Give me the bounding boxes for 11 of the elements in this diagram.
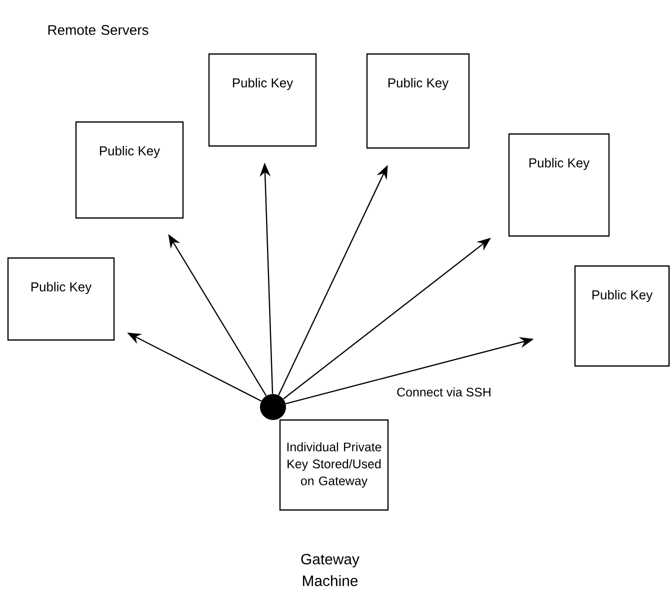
- key-box: Public Key: [7, 257, 115, 341]
- gateway-dot: [260, 394, 286, 420]
- key-box: Public Key: [366, 53, 470, 149]
- key-box: Public Key: [208, 53, 317, 147]
- key-box: Public Key: [508, 133, 610, 237]
- caption-label: Gateway Machine: [301, 554, 360, 586]
- caption-label: Remote Servers: [48, 25, 148, 35]
- key-box: Public Key: [574, 265, 670, 367]
- edge-label: Connect via SSH: [397, 387, 490, 397]
- key-box: Public Key: [75, 121, 184, 219]
- private-key-box: Individual Private Key Stored/Used on Gateway: [279, 419, 389, 511]
